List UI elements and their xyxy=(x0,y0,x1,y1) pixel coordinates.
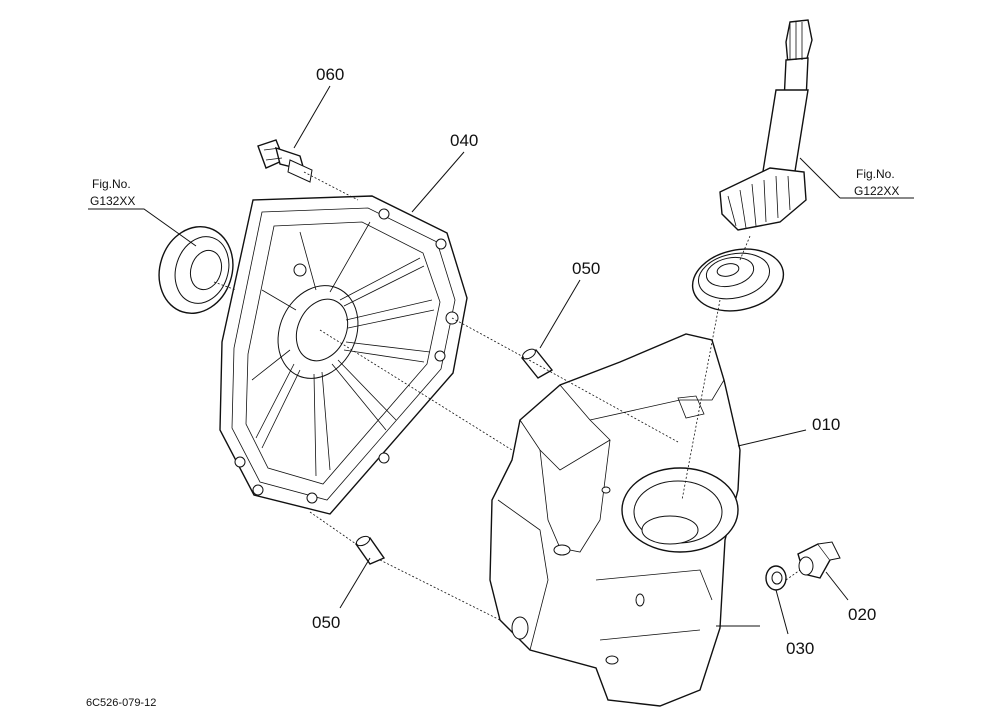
part-label-060: 060 xyxy=(316,65,344,84)
gearcase-cover-040 xyxy=(219,195,468,515)
leader-lines xyxy=(88,85,914,635)
bolt-060 xyxy=(257,139,313,183)
fig-ref-prefix-right: Fig.No. xyxy=(856,167,895,181)
part-label-050-upper: 050 xyxy=(572,259,600,278)
document-code: 6C526-079-12 xyxy=(86,697,156,709)
part-label-020: 020 xyxy=(848,605,876,624)
part-label-010: 010 xyxy=(812,415,840,434)
part-label-040: 040 xyxy=(450,131,478,150)
part-label-030: 030 xyxy=(786,639,814,658)
oil-seal xyxy=(158,226,234,314)
part-label-050-lower: 050 xyxy=(312,613,340,632)
fig-ref-prefix-left: Fig.No. xyxy=(92,177,131,191)
dowel-pin-050-lower xyxy=(354,535,386,565)
assembly-centerlines xyxy=(213,171,801,621)
fig-ref-code-right: G122XX xyxy=(854,184,899,198)
plug-020 xyxy=(797,541,841,579)
washer-030 xyxy=(765,565,787,591)
bearing xyxy=(691,248,785,312)
dowel-pin-050-upper xyxy=(520,348,554,379)
fig-ref-code-left: G132XX xyxy=(90,194,135,208)
bevel-gear-shaft xyxy=(719,19,813,231)
gearcase-body-010 xyxy=(489,333,741,707)
